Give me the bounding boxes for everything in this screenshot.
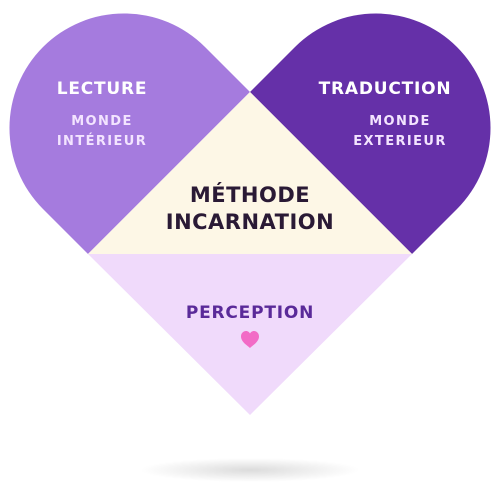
left-lobe-title: LECTURE <box>57 79 148 99</box>
bottom-title: PERCEPTION <box>186 303 314 323</box>
right-lobe-subtitle-line2: EXTERIEUR <box>353 134 447 149</box>
center-triangle <box>88 92 412 254</box>
right-lobe <box>250 13 491 254</box>
left-lobe-subtitle-line2: INTÉRIEUR <box>57 133 147 149</box>
left-lobe <box>9 13 251 255</box>
right-lobe-subtitle-line1: MONDE <box>369 114 431 129</box>
heart-icon <box>241 331 259 348</box>
center-title-line1: MÉTHODE <box>190 182 310 207</box>
ground-shadow <box>140 458 360 482</box>
center-title-line2: INCARNATION <box>166 210 335 234</box>
right-lobe-title: TRADUCTION <box>319 79 452 99</box>
left-lobe-subtitle-line1: MONDE <box>71 114 133 129</box>
